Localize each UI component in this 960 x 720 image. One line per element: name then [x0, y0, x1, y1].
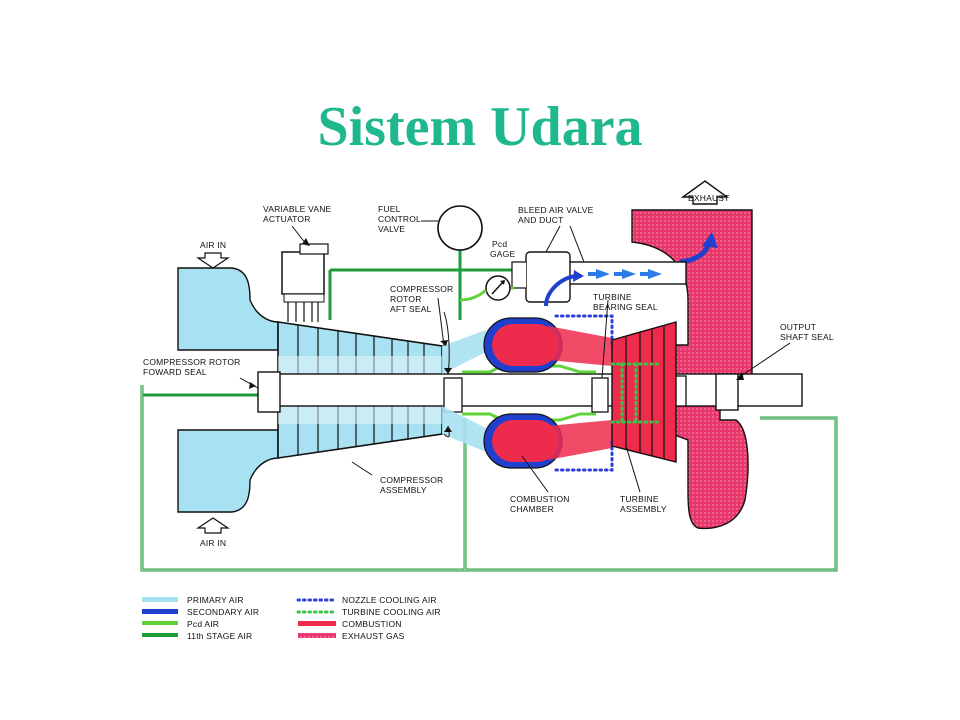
legend-label-secondary-air: SECONDARY AIR [187, 607, 259, 617]
legend-item-primary-air: PRIMARY AIR [142, 595, 244, 605]
label-comp-rotor-fwd-2: FOWARD SEAL [143, 367, 207, 377]
label-turbine-assembly-1: TURBINE [620, 494, 659, 504]
legend: PRIMARY AIR SECONDARY AIR Pcd AIR 11th S… [142, 595, 441, 641]
label-fuel-control-3: VALVE [378, 224, 405, 234]
legend-label-pcd-air: Pcd AIR [187, 619, 219, 629]
combustion-chamber-bottom [483, 413, 612, 469]
fuel-control-valve [421, 205, 483, 251]
engine-shaft [257, 371, 803, 413]
legend-label-turbine-cooling: TURBINE COOLING AIR [342, 607, 441, 617]
turbine-cooling-air [610, 362, 662, 424]
label-variable-vane-2: ACTUATOR [263, 214, 311, 224]
legend-item-nozzle-cooling: NOZZLE COOLING AIR [296, 595, 437, 605]
label-comp-assembly-2: ASSEMBLY [380, 485, 427, 495]
label-turbine-bearing-1: TURBINE [593, 292, 632, 302]
label-bleed-air-1: BLEED AIR VALVE [518, 205, 594, 215]
label-comp-rotor-aft-2: ROTOR [390, 294, 422, 304]
legend-label-exhaust-gas: EXHAUST GAS [342, 631, 405, 641]
legend-item-combustion: COMBUSTION [298, 619, 402, 629]
label-output-shaft-2: SHAFT SEAL [780, 332, 834, 342]
air-in-arrow-top [196, 252, 230, 269]
legend-item-turbine-cooling: TURBINE COOLING AIR [296, 607, 441, 617]
legend-label-stage-air: 11th STAGE AIR [187, 631, 252, 641]
legend-item-stage-air: 11th STAGE AIR [142, 631, 252, 641]
label-comp-rotor-aft-3: AFT SEAL [390, 304, 432, 314]
legend-label-nozzle-cooling: NOZZLE COOLING AIR [342, 595, 437, 605]
compressor-discharge-bottom [442, 406, 486, 452]
label-output-shaft-1: OUTPUT [780, 322, 816, 332]
label-bleed-air-2: AND DUCT [518, 215, 564, 225]
legend-item-secondary-air: SECONDARY AIR [142, 607, 259, 617]
turbine-assembly [611, 321, 677, 463]
label-variable-vane-1: VARIABLE VANE [263, 204, 332, 214]
label-comp-assembly-1: COMPRESSOR [380, 475, 443, 485]
label-comp-rotor-fwd-1: COMPRESSOR ROTOR [143, 357, 241, 367]
diagram-labels: AIR IN AIR IN VARIABLE VANE ACTUATOR FUE… [143, 193, 834, 548]
label-turbine-assembly-2: ASSEMBLY [620, 504, 667, 514]
exhaust-arrow [679, 180, 730, 265]
label-comp-rotor-aft-1: COMPRESSOR [390, 284, 453, 294]
air-inlet-top [177, 267, 279, 351]
label-combustion-chamber-1: COMBUSTION [510, 494, 570, 504]
label-exhaust: EXHAUST [688, 193, 730, 203]
label-fuel-control-1: FUEL [378, 204, 401, 214]
combustion-chamber-top [483, 317, 612, 373]
legend-item-pcd-air: Pcd AIR [142, 619, 219, 629]
compressor-discharge-top [442, 330, 486, 374]
label-turbine-bearing-2: BEARING SEAL [593, 302, 658, 312]
slide-title: Sistem Udara [317, 96, 643, 158]
legend-item-exhaust-gas: EXHAUST GAS [298, 631, 405, 641]
label-pcd-gage-2: GAGE [490, 249, 515, 259]
label-fuel-control-2: CONTROL [378, 214, 421, 224]
variable-vane-actuator [281, 225, 329, 322]
legend-label-primary-air: PRIMARY AIR [187, 595, 244, 605]
air-inlet-bottom [177, 429, 279, 513]
legend-label-combustion: COMBUSTION [342, 619, 402, 629]
nozzle-cooling-air [554, 314, 614, 472]
label-pcd-gage-1: Pcd [492, 239, 507, 249]
label-air-in-bottom: AIR IN [200, 538, 226, 548]
pcd-gage [459, 275, 514, 302]
label-air-in-top: AIR IN [200, 240, 226, 250]
bleed-air-duct [511, 251, 687, 307]
air-in-arrow-bottom [196, 517, 230, 534]
label-combustion-chamber-2: CHAMBER [510, 504, 554, 514]
leader-lines [239, 225, 791, 493]
